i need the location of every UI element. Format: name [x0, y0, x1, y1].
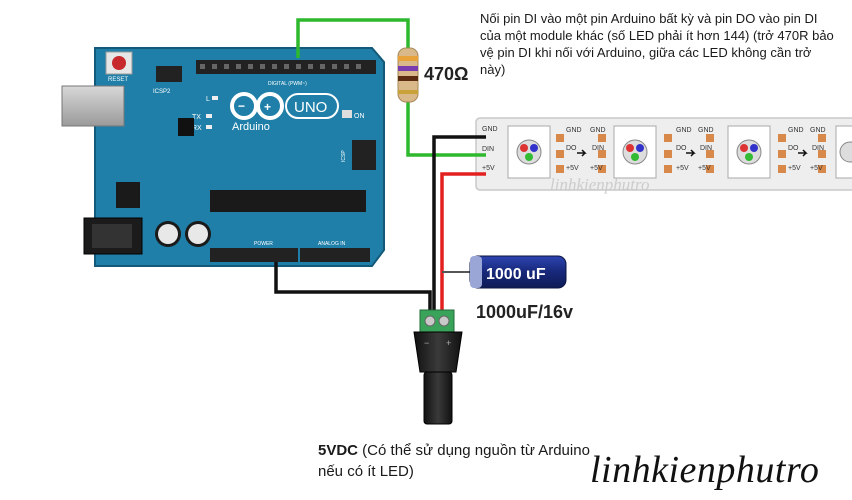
arrow-icon — [798, 149, 808, 157]
capacitor-rating: 1000uF/16v — [476, 302, 573, 322]
digital-label: DIGITAL (PWM~) — [268, 81, 307, 87]
led-module-2 — [613, 125, 657, 179]
rx-label: RX — [192, 125, 202, 132]
arduino-uno-board: RESET ICSP2 DIGITAL (PWM~) L TX RX − + — [61, 47, 385, 267]
reset-button[interactable] — [105, 51, 133, 75]
arrow-icon — [686, 149, 696, 157]
arduino-infinity-logo: − + — [230, 92, 284, 120]
pad-label-gnd-b3: GND — [810, 127, 826, 134]
copper-pads — [556, 134, 826, 173]
pad-label-gnd-a3: GND — [788, 127, 804, 134]
pad-label-do-1: DO — [566, 145, 577, 152]
resistor-label: 470Ω — [424, 64, 468, 84]
led-strip: GND DIN +5V GND GND DO DIN +5V +5V GND G… — [475, 117, 852, 194]
signal-wire — [296, 18, 410, 58]
pad-label-din-3: DIN — [812, 145, 824, 152]
svg-text:−: − — [238, 99, 245, 113]
led-module-1 — [507, 125, 551, 179]
pad-label-5v-b3: +5V — [810, 165, 823, 172]
strip-pin-5v: +5V — [482, 165, 495, 172]
analog-label: ANALOG IN — [318, 241, 346, 247]
analog-header — [300, 248, 370, 262]
usb-port — [61, 85, 125, 127]
pad-label-do-2: DO — [676, 145, 687, 152]
capacitor-left — [155, 221, 181, 247]
reset-label: RESET — [108, 77, 128, 83]
strip-pin-gnd: GND — [482, 126, 498, 133]
pad-label-gnd-b2: GND — [698, 127, 714, 134]
wiring-note: Nối pin DI vào một pin Arduino bất kỳ và… — [480, 11, 834, 77]
minus-icon: − — [424, 338, 429, 348]
capacitor-right — [185, 221, 211, 247]
icsp2-label: ICSP2 — [153, 89, 171, 95]
pad-label-gnd-a2: GND — [676, 127, 692, 134]
power-supply-voltage: 5VDC — [318, 442, 359, 459]
pad-label-din-1: DIN — [592, 145, 604, 152]
tx-label: TX — [192, 114, 201, 121]
led-module-4 — [835, 125, 852, 179]
brand-signature: linhkienphutro — [590, 449, 820, 491]
signal-wire-to-din — [406, 98, 486, 157]
pad-label-din-2: DIN — [700, 145, 712, 152]
pad-label-gnd-b1: GND — [590, 127, 606, 134]
strip-pin-din: DIN — [482, 146, 494, 153]
pad-label-5v-a3: +5V — [788, 165, 801, 172]
svg-text:+: + — [264, 100, 271, 114]
l-led-label: L — [206, 96, 210, 103]
screw-icon — [424, 315, 436, 327]
watermark: linhkienphutro — [550, 175, 649, 194]
regulator — [116, 182, 140, 208]
on-led-label: ON — [354, 113, 365, 120]
led-module-3 — [727, 125, 771, 179]
ground-wire-strip — [432, 135, 486, 325]
pad-label-gnd-a1: GND — [566, 127, 582, 134]
power-supply-note: (Có thể sử dụng nguồn từ Arduino nếu có … — [318, 442, 590, 480]
icsp2-header — [156, 66, 182, 82]
pad-label-do-3: DO — [788, 145, 799, 152]
resistor — [397, 47, 419, 103]
power-supply-label: 5VDC (Có thể sử dụng nguồn từ Arduino nế… — [318, 440, 618, 482]
plus-icon: + — [446, 338, 451, 348]
uno-label: UNO — [294, 99, 327, 116]
pad-label-5v-a1: +5V — [566, 165, 579, 172]
uno-badge — [285, 93, 339, 119]
atmega-chip — [210, 190, 366, 212]
pad-label-5v-b1: +5V — [590, 165, 603, 172]
power-header — [210, 248, 298, 262]
icsp-label: ICSP — [341, 150, 347, 162]
dc-barrel-connector: − + — [413, 309, 463, 425]
power-label: POWER — [254, 241, 273, 247]
icsp-header — [352, 140, 376, 170]
pad-label-5v-b2: +5V — [698, 165, 711, 172]
arrow-icon — [577, 149, 587, 157]
arduino-logo-text: Arduino — [232, 121, 270, 133]
crystal — [178, 118, 194, 136]
pad-label-5v-a2: +5V — [676, 165, 689, 172]
electrolytic-capacitor — [469, 255, 567, 289]
ground-wire-arduino — [274, 262, 432, 325]
digital-pins — [200, 64, 361, 69]
capacitor-body-label: 1000 uF — [486, 266, 546, 283]
screw-icon — [438, 315, 450, 327]
power-wire-strip — [440, 172, 486, 325]
wires — [274, 18, 486, 325]
